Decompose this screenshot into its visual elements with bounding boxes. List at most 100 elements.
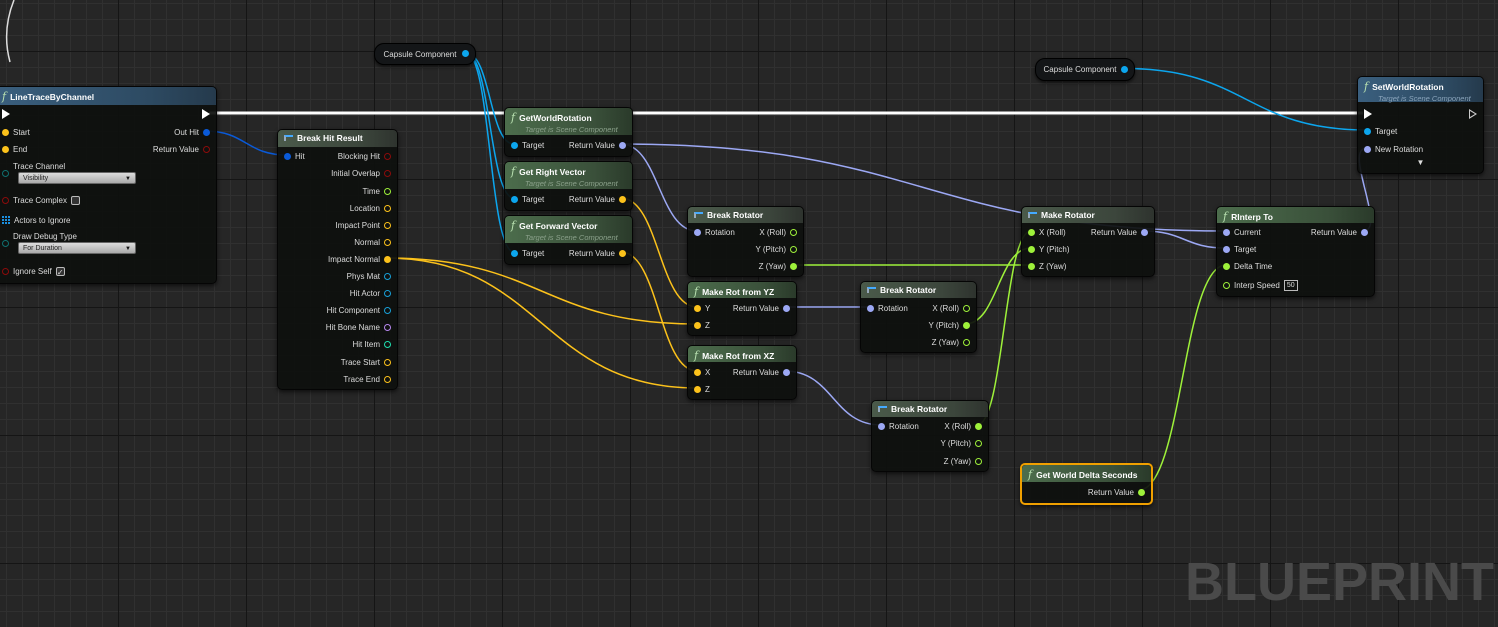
hit-pin[interactable]: Hit [284,150,305,162]
target-pin[interactable]: Target [1364,125,1397,137]
expand-arrow-icon[interactable]: ▼ [1416,158,1425,167]
blocking-hit-pin[interactable]: Blocking Hit [338,150,391,162]
rotator-pin-icon[interactable] [783,304,790,312]
variable-node-capsule1[interactable]: Capsule Component [374,43,476,65]
bonename-pin-icon[interactable] [384,323,391,331]
normal-pin[interactable]: Normal [354,236,391,248]
float-pin-icon[interactable] [384,187,391,195]
start-pin[interactable]: Start [2,126,30,138]
x-pin[interactable]: X [694,366,710,378]
y-pitch-pin[interactable]: Y (Pitch) [1028,243,1070,255]
trace-start-pin[interactable]: Trace Start [341,356,391,368]
trace-channel-dropdown[interactable]: Visibility [18,172,136,185]
bool-pin-icon[interactable] [384,169,391,177]
hit-bone-name-pin[interactable]: Hit Bone Name [326,321,391,333]
z-pin[interactable]: Z [694,383,710,395]
array-pin-icon[interactable] [2,216,10,224]
vector-pin-icon[interactable] [619,195,626,203]
variable-node-capsule2[interactable]: Capsule Component [1035,58,1135,81]
node-header[interactable]: Break Hit Result [278,130,397,147]
return-value-pin[interactable]: Return Value [733,302,790,314]
float-pin-icon[interactable] [1138,488,1145,496]
node-header[interactable]: Break Rotator [872,401,988,417]
trace-end-pin[interactable]: Trace End [343,373,391,385]
vector-pin-icon[interactable] [694,304,701,312]
z-yaw-pin[interactable]: Z (Yaw) [1028,260,1066,272]
return-value-pin[interactable]: Return Value [1088,486,1145,498]
hitresult-pin-icon[interactable] [284,152,291,160]
phys-mat-pin[interactable]: Phys Mat [347,270,391,282]
exec-pin-icon[interactable] [2,109,10,119]
rotation-pin[interactable]: Rotation [694,226,735,238]
bool-pin-icon[interactable] [203,145,210,153]
x-roll-pin[interactable]: X (Roll) [944,420,982,432]
bool-pin-icon[interactable] [384,152,391,160]
rotator-pin-icon[interactable] [878,422,885,430]
vector-pin-icon[interactable] [2,145,9,153]
initial-overlap-pin[interactable]: Initial Overlap [331,167,391,179]
impact-point-pin[interactable]: Impact Point [336,219,391,231]
vector-pin-icon[interactable] [384,358,391,366]
bool-pin-icon[interactable] [2,267,9,275]
target-pin[interactable]: Target [511,139,544,151]
location-pin[interactable]: Location [350,202,391,214]
float-pin-icon[interactable] [1028,228,1035,236]
rotator-pin-icon[interactable] [1141,228,1148,236]
trace-channel-pin[interactable]: Trace Channel [2,162,65,179]
y-pitch-pin[interactable]: Y (Pitch) [755,243,797,255]
vector-pin-icon[interactable] [384,238,391,246]
integer-pin-icon[interactable] [384,340,391,348]
material-pin-icon[interactable] [384,306,391,314]
float-pin-icon[interactable] [975,422,982,430]
x-roll-pin[interactable]: X (Roll) [1028,226,1066,238]
out-hit-pin[interactable]: Out Hit [174,126,210,138]
rotator-pin-icon[interactable] [867,304,874,312]
float-pin-icon[interactable] [963,338,970,346]
return-value-pin[interactable]: Return Value [733,366,790,378]
rotator-pin-icon[interactable] [1364,145,1371,153]
bool-pin-icon[interactable] [2,196,9,204]
object-pin-icon[interactable] [511,249,518,257]
return-value-pin[interactable]: Return Value [1311,226,1368,238]
ignore-self-pin[interactable]: Ignore Self✓ [2,265,65,277]
float-pin-icon[interactable] [1028,245,1035,253]
rotator-pin-icon[interactable] [1223,245,1230,253]
hit-component-pin[interactable]: Hit Component [327,304,391,316]
exec-pin[interactable] [2,108,10,120]
object-pin-icon[interactable] [511,141,518,149]
exec-pin-icon[interactable] [1469,109,1477,119]
exec-pin-icon[interactable] [1364,109,1372,119]
hit-item-pin[interactable]: Hit Item [352,338,391,350]
z-yaw-pin[interactable]: Z (Yaw) [759,260,797,272]
return-value-pin[interactable]: Return Value [569,139,626,151]
material-pin-icon[interactable] [384,272,391,280]
vector-pin-icon[interactable] [384,255,391,263]
node-header[interactable]: Break Rotator [688,207,803,223]
vector-pin-icon[interactable] [384,221,391,229]
target-pin[interactable]: Target [511,247,544,259]
delta-time-pin[interactable]: Delta Time [1223,260,1272,272]
current-pin[interactable]: Current [1223,226,1261,238]
exec-pin[interactable] [1364,108,1372,120]
name-pin-icon[interactable] [2,169,9,177]
material-pin-icon[interactable] [384,289,391,297]
target-pin[interactable]: Target [511,193,544,205]
vector-pin-icon[interactable] [619,249,626,257]
end-pin[interactable]: End [2,143,27,155]
